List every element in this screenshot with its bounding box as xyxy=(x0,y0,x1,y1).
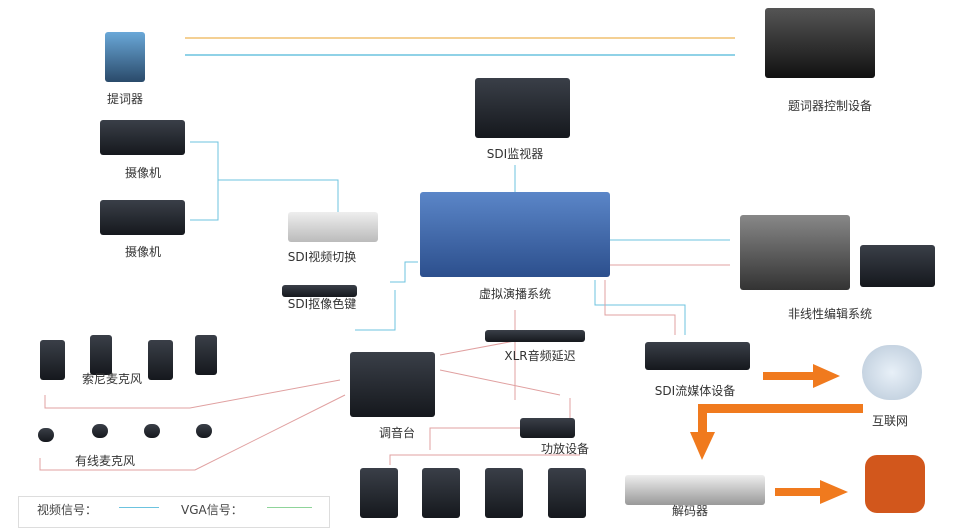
decoder-icon xyxy=(625,475,765,505)
switch-studio-line xyxy=(390,261,418,283)
monitor-icon xyxy=(475,78,570,138)
wired-mic-icon xyxy=(144,424,160,438)
legend-vga-swatch xyxy=(267,507,312,508)
label-camera: 摄像机 xyxy=(124,166,162,180)
label-mixer: 调音台 xyxy=(378,426,416,440)
label-virtual-studio: 虚拟演播系统 xyxy=(478,287,552,301)
speaker-icon xyxy=(548,468,586,518)
wired-mic-icon xyxy=(196,424,212,438)
streaming-audio-line xyxy=(604,280,676,335)
camera-line xyxy=(190,141,219,221)
orange-arrows xyxy=(690,364,863,504)
label-internet: 互联网 xyxy=(871,414,909,428)
amplifier-icon xyxy=(520,418,575,438)
wired-mic-icon xyxy=(38,428,54,442)
tv-icon xyxy=(865,455,925,513)
camera-icon xyxy=(100,120,185,155)
wireless-mic-icon xyxy=(40,340,65,380)
wireless-mic-icon xyxy=(148,340,173,380)
legend-vga-label: VGA信号： xyxy=(181,503,243,517)
wired-mic-line xyxy=(39,394,346,471)
nle-laptop-icon xyxy=(860,245,935,287)
laptop-icon xyxy=(765,8,875,78)
legend-video-swatch xyxy=(119,507,159,508)
wireless-mic-icon xyxy=(90,335,112,375)
label-sdi-streaming: SDI流媒体设备 xyxy=(654,384,736,398)
speaker-line xyxy=(389,454,580,465)
camera-switch-line xyxy=(218,179,339,215)
label-xlr-delay: XLR音频延迟 xyxy=(504,349,576,363)
speaker-icon xyxy=(360,468,398,518)
wireless-mic-icon xyxy=(195,335,217,375)
xlr-delay-icon xyxy=(485,330,585,342)
label-sdi-switcher: SDI视频切换 xyxy=(287,250,357,264)
label-teleprompter: 提词器 xyxy=(106,92,144,106)
internet-icon xyxy=(862,345,922,400)
teleprompter-icon xyxy=(105,32,145,82)
amp-line xyxy=(429,398,571,450)
label-amplifier: 功放设备 xyxy=(540,442,590,456)
streaming-line xyxy=(594,280,686,335)
legend-video-label: 视频信号： xyxy=(37,503,98,517)
keyer-icon xyxy=(282,285,357,297)
label-sony-mic: 索尼麦克风 xyxy=(81,372,143,386)
label-sdi-monitor: SDI监视器 xyxy=(486,147,544,161)
virtual-studio-icon xyxy=(420,192,610,277)
streaming-device-icon xyxy=(645,342,750,370)
sony-mic-line xyxy=(44,379,341,409)
wired-mic-icon xyxy=(92,424,108,438)
label-nle: 非线性编辑系统 xyxy=(787,307,873,321)
switcher-icon xyxy=(288,212,378,242)
camera-icon xyxy=(100,200,185,235)
keyer-line xyxy=(355,290,396,331)
label-prompter-control: 题词器控制设备 xyxy=(787,99,873,113)
nle-monitor-icon xyxy=(740,215,850,290)
legend: 视频信号： VGA信号： xyxy=(18,496,330,528)
label-decoder: 解码器 xyxy=(671,504,709,518)
label-camera: 摄像机 xyxy=(124,245,162,259)
speaker-icon xyxy=(422,468,460,518)
speaker-icon xyxy=(485,468,523,518)
label-wired-mic: 有线麦克风 xyxy=(74,454,136,468)
label-sdi-keyer: SDI抠像色键 xyxy=(287,297,357,311)
mixer-icon xyxy=(350,352,435,417)
connection-lines xyxy=(39,37,863,504)
